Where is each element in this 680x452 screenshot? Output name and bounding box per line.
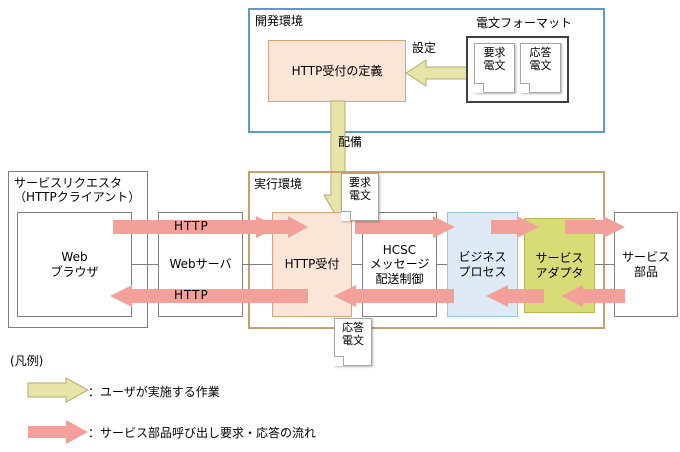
response-message-doc-label: 応答 電文	[529, 46, 552, 72]
recv-response-out-arrow	[263, 289, 308, 303]
http-request-arrow-1	[113, 216, 278, 238]
http-response-arrow-1	[110, 285, 278, 307]
legend-arrow-user-task	[27, 377, 90, 403]
doc-fold-icon	[474, 83, 484, 93]
biz-to-adapter-arrow	[491, 216, 539, 238]
legend-label-user-task: ：ユーザが実施する作業	[88, 385, 220, 399]
part-to-adapter-arrow	[561, 285, 625, 307]
response-message-callout-label: 応答 電文	[342, 321, 364, 347]
legend-title: (凡例)	[10, 354, 44, 368]
response-message-callout: 応答 電文	[334, 318, 372, 366]
legend-arrow-service-flow	[28, 420, 88, 444]
http-request-label: HTTP	[174, 219, 209, 233]
message-format-title: 電文フォーマット	[476, 16, 573, 30]
doc-fold-icon	[341, 211, 351, 221]
doc-fold-icon	[520, 83, 530, 93]
hcsc-to-recv-arrow	[334, 285, 454, 307]
adapter-to-part-arrow	[565, 216, 625, 238]
deploy-arrow-label: 配備	[338, 135, 363, 149]
connector-browser-server	[132, 264, 158, 265]
runtime-environment-container	[248, 171, 605, 329]
runtime-environment-title: 実行環境	[254, 177, 303, 191]
legend-label-service-flow: ：サービス部品呼び出し要求・応答の流れ	[88, 426, 317, 440]
request-message-callout: 要求 電文	[341, 173, 379, 221]
connector-server-recv	[243, 264, 272, 265]
hcsc-to-biz-arrow	[355, 216, 455, 238]
dev-environment-title: 開発環境	[255, 14, 304, 28]
web-browser-box: Web ブラウザ	[17, 212, 132, 317]
http-definition-box: HTTP受付の定義	[268, 40, 406, 102]
settei-arrow-label: 設定	[412, 41, 437, 55]
doc-fold-icon	[334, 356, 344, 366]
adapter-to-biz-arrow	[486, 285, 544, 307]
connector-hcsc-biz	[437, 264, 447, 265]
dev-environment-container	[248, 8, 605, 133]
settei-arrow	[405, 59, 469, 87]
http-request-arrow-2	[263, 216, 308, 238]
service-requester-title: サービスリクエスタ （HTTPクライアント）	[14, 175, 141, 204]
connector-recv-hcsc	[352, 264, 362, 265]
response-message-doc: 応答 電文	[520, 43, 561, 93]
http-response-label: HTTP	[174, 288, 209, 302]
request-message-callout-label: 要求 電文	[349, 176, 371, 202]
request-message-doc-label: 要求 電文	[483, 46, 506, 72]
request-message-doc: 要求 電文	[474, 43, 515, 93]
